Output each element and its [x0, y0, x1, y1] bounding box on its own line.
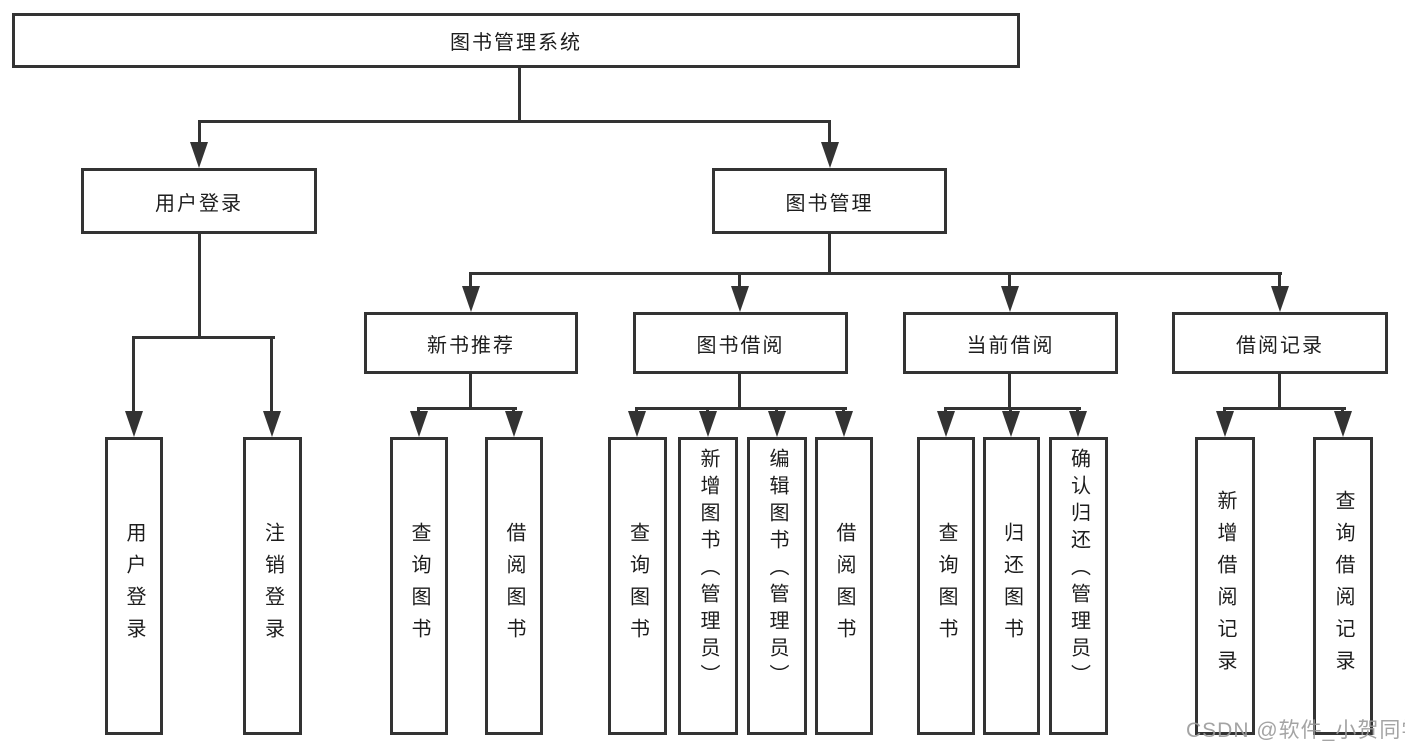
leaf-records-add-record: 新增借阅记录: [1195, 437, 1255, 735]
arrowhead-down-icon: [462, 286, 480, 312]
node-book-management: 图书管理: [712, 168, 947, 234]
arrowhead-down-icon: [731, 286, 749, 312]
leaf-borrowing-search-books-label: 查询图书: [626, 522, 649, 650]
csdn-watermark: CSDN @软件_小贺同学: [1186, 719, 1405, 742]
node-book-borrowing: 图书借阅: [633, 312, 848, 374]
leaf-records-search-record: 查询借阅记录: [1313, 437, 1373, 735]
arrowhead-down-icon: [937, 411, 955, 437]
connector-current-stem: [1008, 374, 1011, 410]
connector-recommend-stem: [469, 374, 472, 410]
arrowhead-down-icon: [768, 411, 786, 437]
root-node-label: 图书管理系统: [450, 32, 582, 54]
arrowhead-down-icon: [1216, 411, 1234, 437]
connector-recommend-bar: [417, 407, 517, 410]
connector-level3-drop: [469, 272, 472, 288]
root-node: 图书管理系统: [12, 13, 1020, 68]
leaf-borrowing-add-books-admin: 新增图书（管理员）: [678, 437, 738, 735]
node-current-borrowing-label: 当前借阅: [966, 334, 1055, 357]
connector-level2-bar: [198, 120, 831, 123]
leaf-recommend-search-books-label: 查询图书: [408, 522, 430, 650]
arrowhead-down-icon: [628, 411, 646, 437]
leaf-borrowing-borrow-books-label: 借阅图书: [833, 522, 855, 650]
connector-user-login-drop: [198, 120, 201, 144]
connector-root-stem: [518, 68, 521, 123]
connector-records-stem: [1278, 374, 1281, 410]
arrowhead-down-icon: [699, 411, 717, 437]
leaf-records-search-record-label: 查询借阅记录: [1332, 490, 1354, 682]
leaf-current-search-books: 查询图书: [917, 437, 975, 735]
leaf-borrowing-add-books-admin-label: 新增图书（管理员）: [697, 448, 719, 691]
arrowhead-down-icon: [125, 411, 143, 437]
leaf-logout: 注销登录: [243, 437, 302, 735]
arrowhead-down-icon: [1069, 411, 1087, 437]
connector-level3-drop: [1278, 272, 1281, 288]
node-user-login: 用户登录: [81, 168, 317, 234]
arrowhead-down-icon: [190, 142, 208, 168]
connector-records-bar: [1223, 407, 1346, 410]
leaf-recommend-search-books: 查询图书: [390, 437, 448, 735]
arrowhead-down-icon: [1001, 286, 1019, 312]
connector-user-login-stem: [198, 234, 201, 339]
leaf-current-return-books: 归还图书: [983, 437, 1040, 735]
arrowhead-down-icon: [1271, 286, 1289, 312]
arrowhead-down-icon: [821, 142, 839, 168]
node-borrowing-records: 借阅记录: [1172, 312, 1388, 374]
arrowhead-down-icon: [263, 411, 281, 437]
node-new-book-recommend: 新书推荐: [364, 312, 578, 374]
connector-leaf-drop: [270, 336, 273, 413]
node-user-login-label: 用户登录: [155, 192, 243, 215]
leaf-records-add-record-label: 新增借阅记录: [1214, 490, 1236, 682]
leaf-recommend-borrow-books: 借阅图书: [485, 437, 543, 735]
connector-book-management-stem: [828, 234, 831, 275]
connector-borrowing-bar: [635, 407, 847, 410]
connector-level3-drop: [1008, 272, 1011, 288]
connector-level3-drop: [738, 272, 741, 288]
leaf-borrowing-search-books: 查询图书: [608, 437, 667, 735]
connector-level3-bar: [469, 272, 1282, 275]
leaf-logout-label: 注销登录: [261, 522, 284, 650]
arrowhead-down-icon: [505, 411, 523, 437]
leaf-user-login: 用户登录: [105, 437, 163, 735]
leaf-user-login-label: 用户登录: [123, 522, 145, 650]
leaf-borrowing-borrow-books: 借阅图书: [815, 437, 873, 735]
leaf-current-confirm-return-admin-label: 确认归还（管理员）: [1067, 448, 1090, 691]
connector-borrowing-stem: [738, 374, 741, 410]
leaf-current-confirm-return-admin: 确认归还（管理员）: [1049, 437, 1108, 735]
node-current-borrowing: 当前借阅: [903, 312, 1118, 374]
connector-book-management-drop: [828, 120, 831, 144]
leaf-current-search-books-label: 查询图书: [935, 522, 957, 650]
arrowhead-down-icon: [410, 411, 428, 437]
node-book-management-label: 图书管理: [785, 192, 874, 215]
arrowhead-down-icon: [835, 411, 853, 437]
arrowhead-down-icon: [1334, 411, 1352, 437]
connector-leaf-drop: [132, 336, 135, 413]
connector-user-login-bar: [132, 336, 275, 339]
arrowhead-down-icon: [1002, 411, 1020, 437]
node-borrowing-records-label: 借阅记录: [1236, 334, 1324, 357]
leaf-recommend-borrow-books-label: 借阅图书: [503, 522, 525, 650]
node-new-book-recommend-label: 新书推荐: [427, 334, 515, 357]
leaf-borrowing-edit-books-admin: 编辑图书（管理员）: [747, 437, 807, 735]
leaf-borrowing-edit-books-admin-label: 编辑图书（管理员）: [766, 448, 788, 691]
node-book-borrowing-label: 图书借阅: [696, 334, 785, 357]
leaf-current-return-books-label: 归还图书: [1000, 522, 1023, 650]
connector-current-bar: [944, 407, 1081, 410]
